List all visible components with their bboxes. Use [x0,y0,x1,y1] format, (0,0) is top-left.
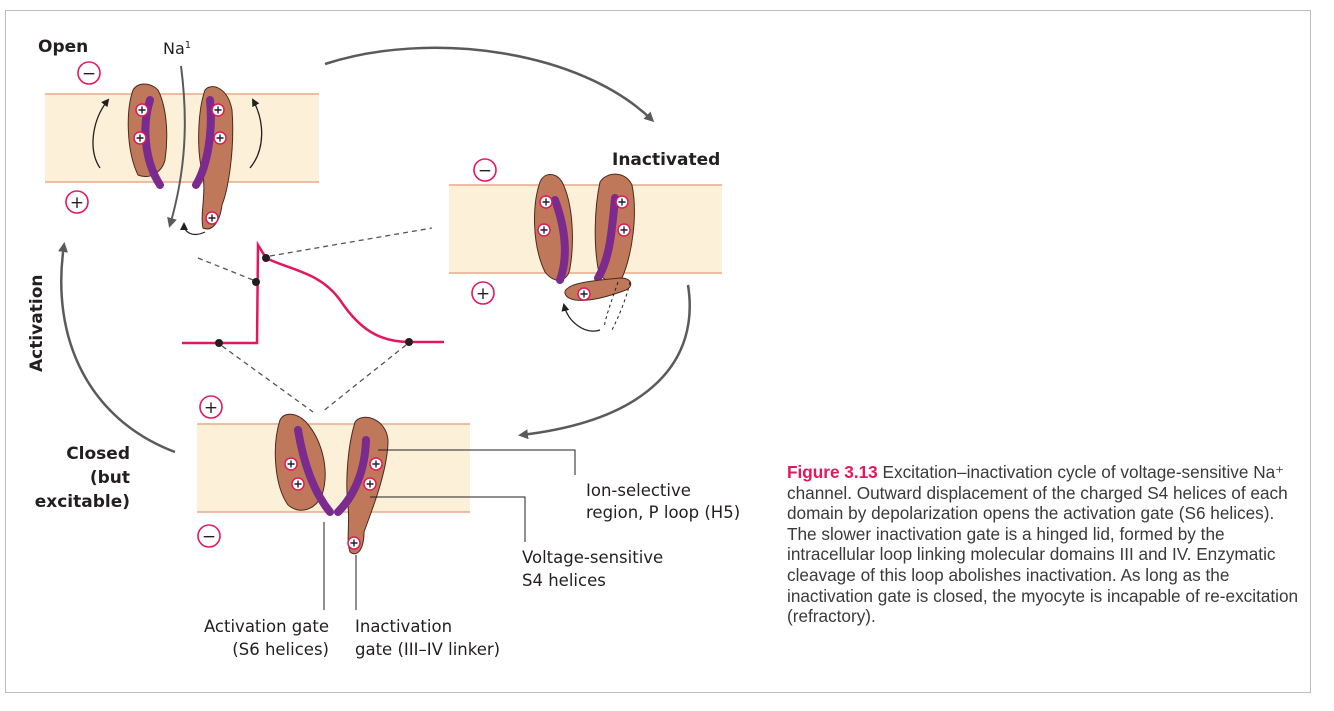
caption-text: Excitation–inactivation cycle of voltage… [787,462,1299,627]
membrane-inactivated [449,185,722,273]
s4-charge-icon [577,287,591,301]
s4-charge-icon [539,195,553,209]
label-inactivation-gate-2: gate (III–IV linker) [355,640,500,659]
minus-badge-icon: − [77,61,101,85]
activation-label: Activation [27,275,47,372]
label-voltage-sensitive-2: S4 helices [522,571,606,590]
na-flux-arrow [167,65,186,228]
callouts: Ion-selective region, P loop (H5) Voltag… [204,449,740,659]
s6-helix-right [594,194,619,282]
label-ion-selective-2: region, P loop (H5) [586,503,740,522]
s4-charge-icon [363,477,377,491]
svg-text:+: + [476,284,490,304]
state-label-inactivated: Inactivated [612,150,720,170]
inactivated-state: − + Inactivated [449,150,722,332]
s4-charge-icon [213,131,227,145]
s4-charge-icon [291,477,305,491]
s4-charge-icon [347,536,361,550]
inactivation-lid [564,277,632,301]
plus-badge-icon: + [199,395,223,419]
s4-charge-icon [205,211,219,225]
minus-badge-icon: − [473,158,497,182]
plus-badge-icon: + [471,281,495,305]
closed-state: + − Closed (but excitable) [35,395,470,555]
state-label-closed: Closed [66,444,130,464]
na-ion-label: Na1 [163,39,191,58]
svg-text:−: − [82,64,96,84]
action-potential-trace [182,227,444,413]
s4-charge-icon [537,223,551,237]
figure-number: Figure 3.13 [787,462,878,482]
svg-text:−: − [202,527,216,547]
state-label-closed-2: (but [90,468,130,488]
cycle-arrow-inactivated-to-closed [518,284,691,440]
state-label-open: Open [38,37,88,57]
cycle-arrow-closed-to-open [58,242,176,454]
cycle-arrow-open-to-inactivated [324,46,655,123]
s6-helix-right [334,436,370,516]
svg-text:+: + [70,193,84,213]
label-ion-selective: Ion-selective [586,481,691,500]
s4-charge-icon [369,457,383,471]
s4-charge-icon [211,103,225,117]
minus-badge-icon: − [197,524,221,548]
s4-charge-icon [617,223,631,237]
figure-caption: Figure 3.13 Excitation–inactivation cycl… [787,462,1307,627]
label-activation-gate-2: (S6 helices) [232,640,329,659]
s6-helix-right [192,96,215,189]
label-activation-gate: Activation gate [204,617,329,636]
svg-text:−: − [478,161,492,181]
s4-charge-icon [615,195,629,209]
s4-charge-icon [284,457,298,471]
label-voltage-sensitive: Voltage-sensitive [522,548,663,567]
s4-charge-icon [135,103,149,117]
s6-helix-left [551,196,569,284]
plus-badge-icon: + [65,190,89,214]
open-state: − + Open Na1 [38,37,319,236]
s4-charge-icon [133,131,147,145]
state-label-closed-3: excitable) [35,492,130,512]
s6-helix-left [294,426,334,516]
label-inactivation-gate: Inactivation [355,617,452,636]
svg-text:+: + [204,398,218,418]
figure-frame [5,10,1311,693]
membrane-closed [197,424,470,512]
